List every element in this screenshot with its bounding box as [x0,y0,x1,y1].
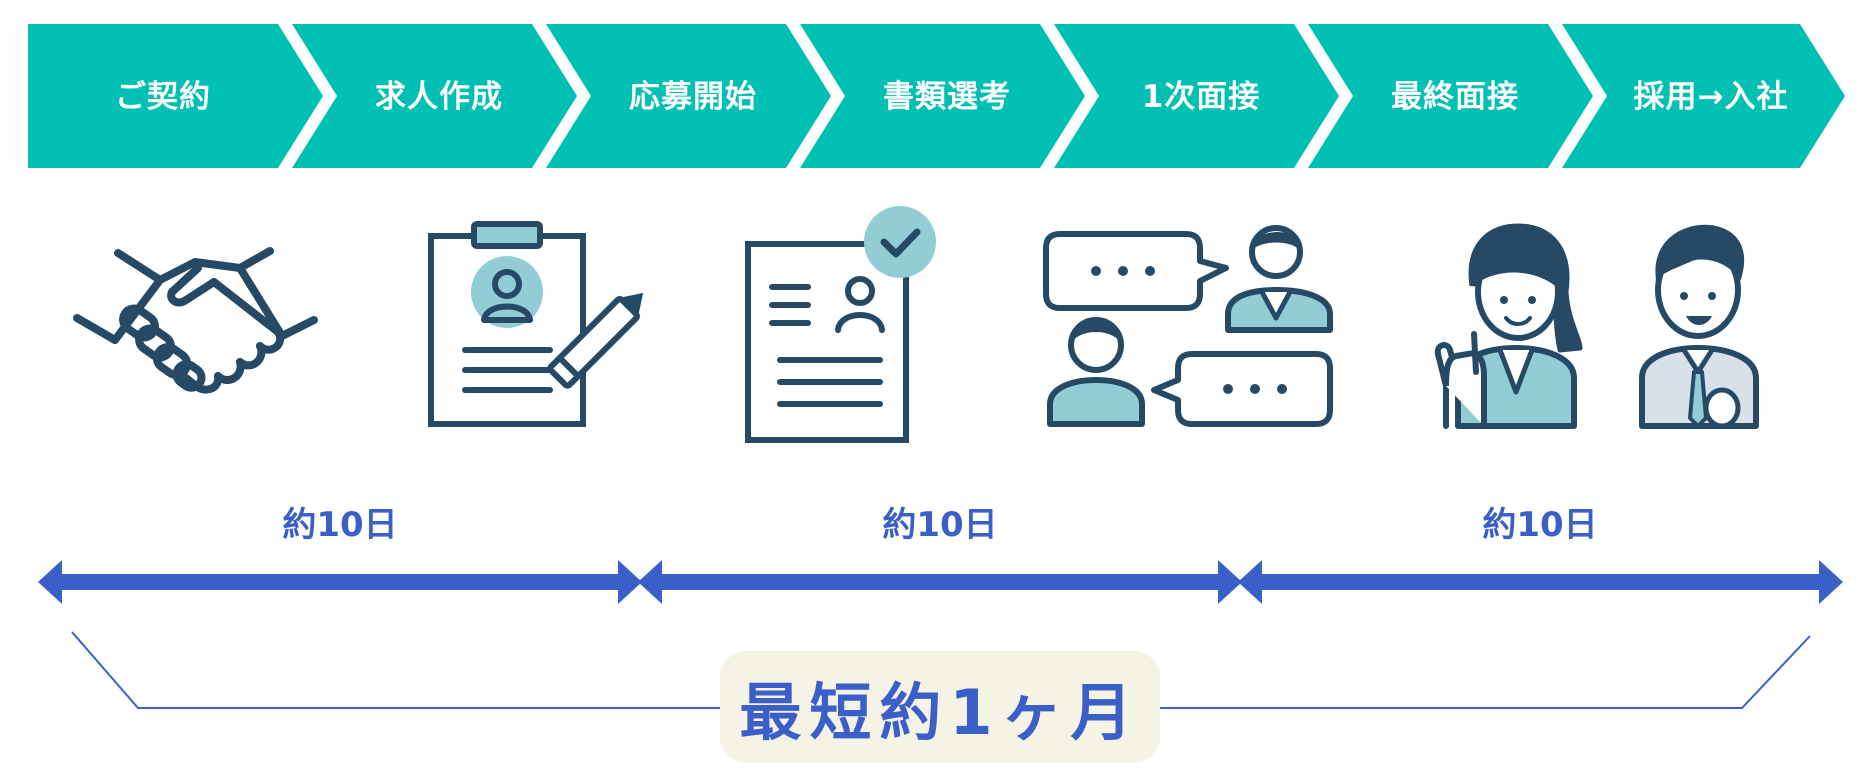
total-bracket [71,631,1811,709]
step-label: ご契約 [115,79,211,115]
total-duration-label: 最短約1ヶ月 [739,676,1141,749]
step-chevron-final-interview: 最終面接 [1308,24,1593,168]
resume-checked-icon [745,206,936,443]
duration-label-2: 約10日 [882,505,997,545]
duration-arrow-1 [38,560,642,604]
step-chevron-first-interview: 1次面接 [1054,24,1339,168]
interview-conversation-icon [1043,225,1333,427]
duration-label-3: 約10日 [1482,505,1597,545]
step-label: 1次面接 [1142,79,1261,115]
step-chevron-hiring: 採用→入社 [1562,24,1845,168]
clipboard-profile-pencil-icon [428,221,644,427]
duration-label-1: 約10日 [282,505,397,545]
step-label: 応募開始 [629,79,757,115]
total-duration-badge: 最短約1ヶ月 [720,651,1160,763]
step-label: 書類選考 [883,79,1011,115]
duration-arrow-2 [638,560,1242,604]
step-chevron-contract: ご契約 [28,24,323,168]
step-label: 求人作成 [375,79,503,115]
hired-staff-icon [1434,223,1759,429]
step-banner: ご契約 求人作成 応募開始 書類選考 1次面接 最終面接 採用→入社 [28,24,1845,168]
duration-arrow-3 [1238,560,1843,604]
handshake-icon [73,247,318,394]
step-label: 採用→入社 [1634,79,1789,115]
step-chevron-job-posting: 求人作成 [292,24,577,168]
step-label: 最終面接 [1391,79,1519,115]
step-chevron-document-screening: 書類選考 [800,24,1085,168]
step-chevron-application-start: 応募開始 [546,24,831,168]
